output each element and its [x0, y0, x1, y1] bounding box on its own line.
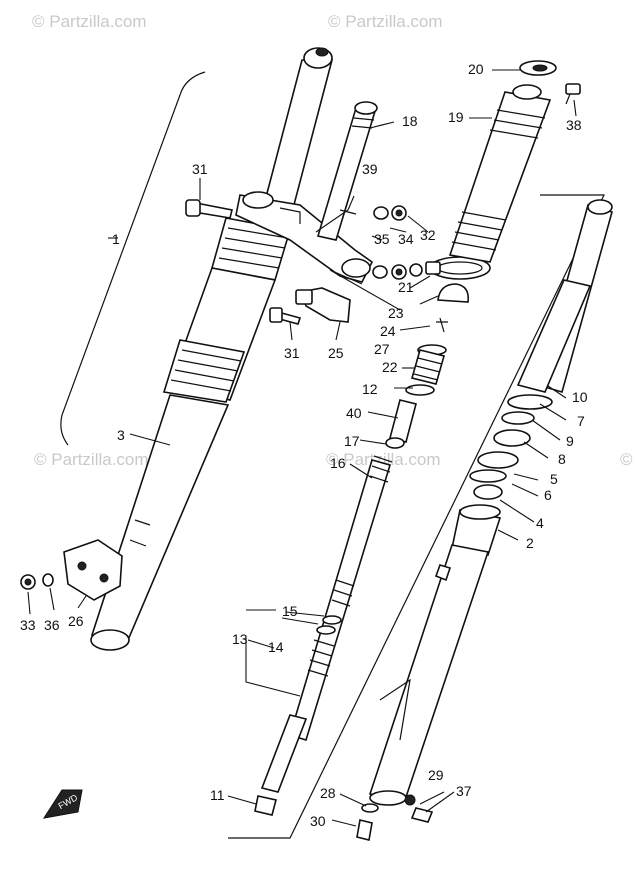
- callout-2: 2: [526, 535, 534, 551]
- cap-23: [437, 283, 470, 303]
- callout-25: 25: [328, 345, 344, 361]
- axle-holder-upper: [295, 287, 351, 323]
- callout-39: 39: [362, 161, 378, 177]
- callout-35: 35: [374, 231, 390, 247]
- callout-23: 23: [388, 305, 404, 321]
- callout-34: 34: [398, 231, 414, 247]
- callout-1: 1: [112, 231, 120, 247]
- axle-holder-26: [63, 539, 123, 601]
- callout-7: 7: [577, 413, 585, 429]
- callout-16: 16: [330, 455, 346, 471]
- watermark-top-left: © Partzilla.com: [32, 12, 147, 31]
- callout-32: 32: [420, 227, 436, 243]
- inner-tube: [516, 199, 613, 393]
- steering-stem: [316, 101, 378, 241]
- callout-29: 29: [428, 767, 444, 783]
- callout-40: 40: [346, 405, 362, 421]
- fwd-arrow-icon: FWD: [42, 789, 83, 819]
- rubber-boot: [448, 84, 552, 263]
- spring-seat-22: [411, 349, 445, 385]
- callout-15: 15: [282, 603, 298, 619]
- left-bellows-lower: [162, 339, 246, 403]
- outer-tube: [368, 504, 502, 806]
- callout-36: 36: [44, 617, 60, 633]
- pinch-bolt-top: [185, 199, 233, 219]
- callout-31-top: 31: [192, 161, 208, 177]
- callout-24: 24: [380, 323, 396, 339]
- callout-27: 27: [374, 341, 390, 357]
- pipe-40: [389, 399, 417, 443]
- callout-5: 5: [550, 471, 558, 487]
- callout-6: 6: [544, 487, 552, 503]
- callout-9: 9: [566, 433, 574, 449]
- watermark-mid-left: © Partzilla.com: [34, 450, 149, 469]
- left-fork-assembly: [90, 47, 334, 651]
- bolt-38: [565, 83, 581, 105]
- callout-14: 14: [268, 639, 284, 655]
- callout-30: 30: [310, 813, 326, 829]
- callout-10: 10: [572, 389, 588, 405]
- callout-33: 33: [20, 617, 36, 633]
- callout-21: 21: [398, 279, 414, 295]
- callout-13: 13: [232, 631, 248, 647]
- damper-rod: [289, 455, 393, 742]
- clamp-ring: [425, 256, 491, 280]
- callout-28: 28: [320, 785, 336, 801]
- callout-19: 19: [448, 109, 464, 125]
- callout-18: 18: [402, 113, 418, 129]
- cap-20: [519, 60, 557, 76]
- callout-3: 3: [117, 427, 125, 443]
- watermark-top-center: © Partzilla.com: [328, 12, 443, 31]
- inner-assembly-box: [228, 194, 605, 839]
- bolt-31-lower: [269, 307, 302, 325]
- callout-11: 11: [210, 787, 225, 803]
- watermark-mid-right: ©: [620, 450, 633, 469]
- assembly-bracket: [60, 71, 206, 446]
- callout-12: 12: [362, 381, 378, 397]
- top-bracket: [235, 191, 374, 283]
- callout-22: 22: [382, 359, 398, 375]
- callout-17: 17: [344, 433, 360, 449]
- callout-8: 8: [558, 451, 566, 467]
- callout-26: 26: [68, 613, 84, 629]
- callout-37: 37: [456, 783, 472, 799]
- callout-38: 38: [566, 117, 582, 133]
- callout-20: 20: [468, 61, 484, 77]
- callout-31-bottom: 31: [284, 345, 300, 361]
- callout-4: 4: [536, 515, 544, 531]
